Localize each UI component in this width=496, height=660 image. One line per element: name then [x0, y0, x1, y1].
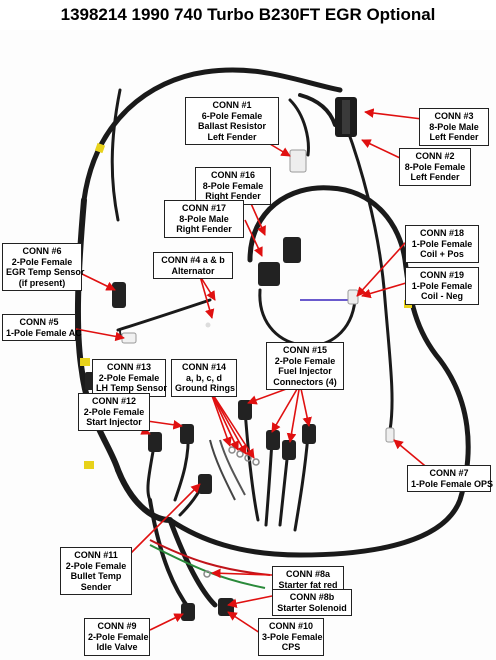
- label-line: 2-Pole Female: [65, 560, 127, 571]
- label-line: Ballast Resistor: [197, 121, 267, 131]
- label-line: CONN #7: [429, 468, 469, 478]
- label-line: Coil + Pos: [420, 249, 464, 259]
- label-line: Connectors (4): [273, 376, 337, 387]
- label-line: 1-Pole Female: [411, 280, 473, 291]
- label-line: Bullet Temp: [70, 571, 122, 581]
- label-conn15: CONN #15 2-Pole Female Fuel Injector Con…: [266, 342, 344, 390]
- label-line: 2-Pole Female: [83, 406, 145, 417]
- label-line: Right Fender: [205, 191, 261, 201]
- label-line: CONN #8b: [289, 592, 335, 602]
- label-line: Ground Rings: [175, 383, 235, 393]
- label-conn18: CONN #18 1-Pole Female Coil + Pos: [405, 225, 479, 263]
- label-line: 8-Pole Female: [202, 180, 264, 191]
- label-line: Sender: [80, 581, 112, 592]
- label-line: CONN #5: [19, 317, 59, 327]
- label-line: (if present): [18, 277, 66, 288]
- label-conn6: CONN #6 2-Pole Female EGR Temp Sensor (i…: [2, 243, 85, 291]
- label-conn2: CONN #2 8-Pole Female Left Fender: [399, 148, 471, 186]
- label-line: EGR Temp Sensor: [6, 267, 85, 277]
- label-line: CONN #16: [210, 170, 255, 180]
- label-line: 6-Pole Female: [201, 110, 263, 121]
- label-line: CONN #15: [282, 345, 327, 355]
- label-line: CONN #19: [419, 270, 464, 280]
- label-conn5: CONN #5 1-Pole Female AC: [2, 314, 82, 341]
- label-line: Fuel Injector: [278, 366, 332, 376]
- label-line: Coil - Neg: [421, 291, 463, 301]
- label-conn11: CONN #11 2-Pole Female Bullet Temp Sende…: [60, 547, 132, 595]
- label-line: 2-Pole Female: [274, 355, 336, 366]
- label-line: 8-Pole Male: [429, 121, 479, 132]
- label-line: Left Fender: [429, 132, 479, 142]
- label-conn8a: CONN #8a Starter fat red: [272, 566, 344, 593]
- label-line: Start Injector: [86, 417, 142, 427]
- label-line: 2-Pole Female: [88, 631, 149, 642]
- label-line: 8-Pole Male: [179, 213, 229, 224]
- label-conn17: CONN #17 8-Pole Male Right Fender: [164, 200, 244, 238]
- label-conn1: CONN #1 6-Pole Female Ballast Resistor L…: [185, 97, 279, 145]
- label-line: Right Fender: [176, 224, 232, 234]
- label-line: 8-Pole Female: [404, 161, 466, 172]
- label-line: 2-Pole Female: [11, 256, 73, 267]
- label-line: Left Fender: [207, 131, 257, 142]
- label-line: CONN #18: [419, 228, 464, 238]
- label-line: CONN #13: [106, 362, 151, 372]
- label-conn9: CONN #9 2-Pole Female Idle Valve: [84, 618, 150, 656]
- label-line: CONN #10: [268, 621, 313, 631]
- label-line: 1-Pole Female: [411, 238, 473, 249]
- label-line: CONN #9: [97, 621, 137, 631]
- label-line: LH Temp Sensor: [96, 383, 167, 393]
- label-conn19: CONN #19 1-Pole Female Coil - Neg: [405, 267, 479, 305]
- label-line: CONN #2: [415, 151, 455, 161]
- label-conn12: CONN #12 2-Pole Female Start Injector: [78, 393, 150, 431]
- label-line: 3-Pole Female: [262, 631, 323, 642]
- label-line: Idle Valve: [96, 642, 138, 652]
- label-line: CONN #6: [22, 246, 62, 256]
- label-conn3: CONN #3 8-Pole Male Left Fender: [419, 108, 489, 146]
- label-line: 2-Pole Female: [98, 372, 160, 383]
- label-conn7: CONN #7 1-Pole Female OPS: [407, 465, 494, 492]
- label-line: Left Fender: [410, 172, 460, 182]
- label-line: CONN #8a: [285, 569, 330, 579]
- label-line: CONN #4 a & b: [161, 255, 225, 265]
- label-conn13: CONN #13 2-Pole Female LH Temp Sensor: [92, 359, 167, 397]
- label-line: 1-Pole Female AC: [6, 327, 82, 338]
- label-conn14: CONN #14 a, b, c, d Ground Rings: [171, 359, 237, 397]
- label-line: CONN #11: [74, 550, 118, 560]
- label-line: CPS: [281, 642, 301, 652]
- label-line: a, b, c, d: [185, 372, 222, 383]
- label-line: CONN #17: [181, 203, 226, 213]
- label-line: Starter fat red: [278, 579, 338, 590]
- label-line: CONN #12: [91, 396, 136, 406]
- label-conn8b: CONN #8b Starter Solenoid: [272, 589, 352, 616]
- label-conn16: CONN #16 8-Pole Female Right Fender: [195, 167, 271, 205]
- label-line: Alternator: [171, 265, 215, 276]
- colored-wires: [149, 299, 352, 589]
- label-line: 1-Pole Female OPS: [411, 478, 494, 489]
- label-line: Starter Solenoid: [277, 602, 347, 613]
- label-line: CONN #14: [181, 362, 226, 372]
- label-line: CONN #3: [434, 111, 474, 121]
- label-conn4: CONN #4 a & b Alternator: [153, 252, 233, 279]
- label-line: CONN #1: [212, 100, 252, 110]
- label-conn10: CONN #10 3-Pole Female CPS: [258, 618, 324, 656]
- page-title: 1398214 1990 740 Turbo B230FT EGR Option…: [0, 0, 496, 31]
